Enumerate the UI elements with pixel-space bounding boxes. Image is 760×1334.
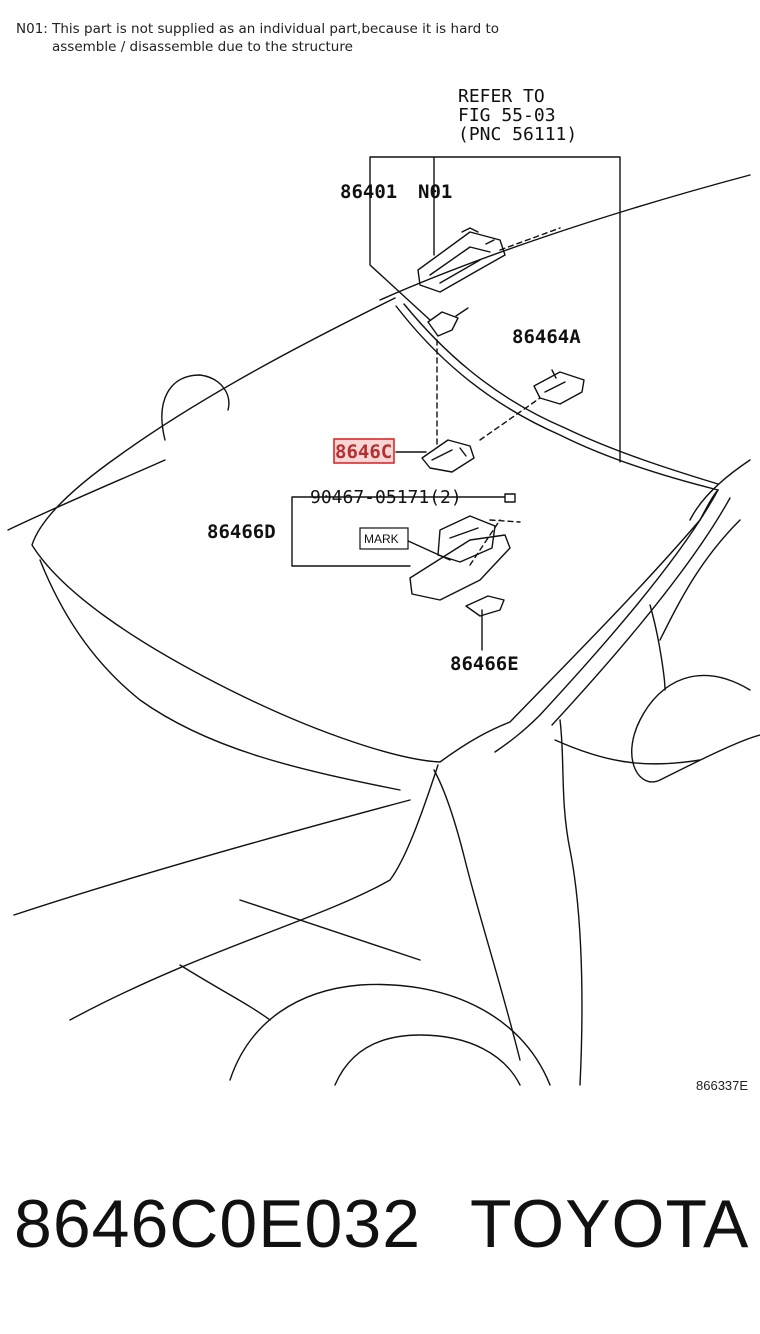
- part-8646c: [421, 439, 475, 473]
- right-door-edge: [631, 604, 760, 783]
- brand-name: TOYOTA: [470, 1186, 750, 1262]
- part-86464a: [533, 369, 585, 405]
- dash-right-line: [659, 459, 751, 641]
- refer-bracket: [369, 156, 621, 463]
- label-86466d: 86466D: [207, 521, 276, 543]
- part-86401-bracket: [417, 227, 506, 293]
- right-door-line: [559, 719, 583, 1086]
- label-86401: 86401: [340, 181, 397, 203]
- roof-line: [379, 174, 751, 301]
- right-a-pillar: [494, 489, 719, 753]
- windshield-parts-diagram: REFER TO FIG 55-03 (PNC 56111) 86401 N01…: [7, 86, 760, 1086]
- windshield-top-moulding: [395, 305, 719, 491]
- part-bolt: [504, 493, 516, 503]
- diagram-code: 866337E: [696, 1078, 749, 1093]
- label-86464a: 86464A: [512, 326, 581, 348]
- part-86466d-cover: [409, 515, 511, 601]
- note-line-2: assemble / disassemble due to the struct…: [52, 39, 353, 55]
- note-line-1: N01: This part is not supplied as an ind…: [16, 21, 500, 37]
- refer-line-1: REFER TO: [458, 86, 545, 107]
- part-n01-clip: [427, 307, 469, 337]
- part-footer: 8646C0E032 TOYOTA: [0, 1185, 760, 1285]
- parts-note: N01: This part is not supplied as an ind…: [16, 20, 499, 56]
- label-bolt: 90467-05171(2): [310, 487, 462, 508]
- side-mirror: [161, 374, 230, 441]
- windshield-outer-edge: [31, 297, 719, 763]
- part-86466e: [465, 595, 505, 617]
- label-8646c: 8646C: [335, 441, 392, 463]
- label-mark: MARK: [364, 532, 399, 546]
- assembly-dashed-top: [499, 227, 561, 251]
- right-a-pillar-inner: [551, 497, 731, 726]
- label-n01: N01: [418, 181, 452, 203]
- windshield-top-moulding-2: [403, 303, 719, 485]
- body-curve-mid: [554, 739, 701, 765]
- hood-crease: [433, 769, 521, 1061]
- label-86466e: 86466E: [450, 653, 519, 675]
- cowl-line: [39, 559, 401, 791]
- wheel-arch-inner: [334, 1034, 521, 1086]
- wheel-arch-outer: [229, 983, 551, 1086]
- assembly-dashed-diagonal: [479, 397, 541, 441]
- leader-bolt: [291, 496, 506, 567]
- refer-line-3: (PNC 56111): [458, 124, 577, 145]
- part-number: 8646C0E032: [14, 1186, 422, 1262]
- mark-box: [359, 527, 409, 550]
- hood-left-edge: [13, 799, 411, 916]
- left-body-line: [7, 459, 166, 531]
- bumper-line: [179, 899, 421, 1021]
- refer-line-2: FIG 55-03: [458, 105, 556, 126]
- hood-center-line: [69, 764, 439, 1021]
- highlight-8646c: [333, 438, 395, 464]
